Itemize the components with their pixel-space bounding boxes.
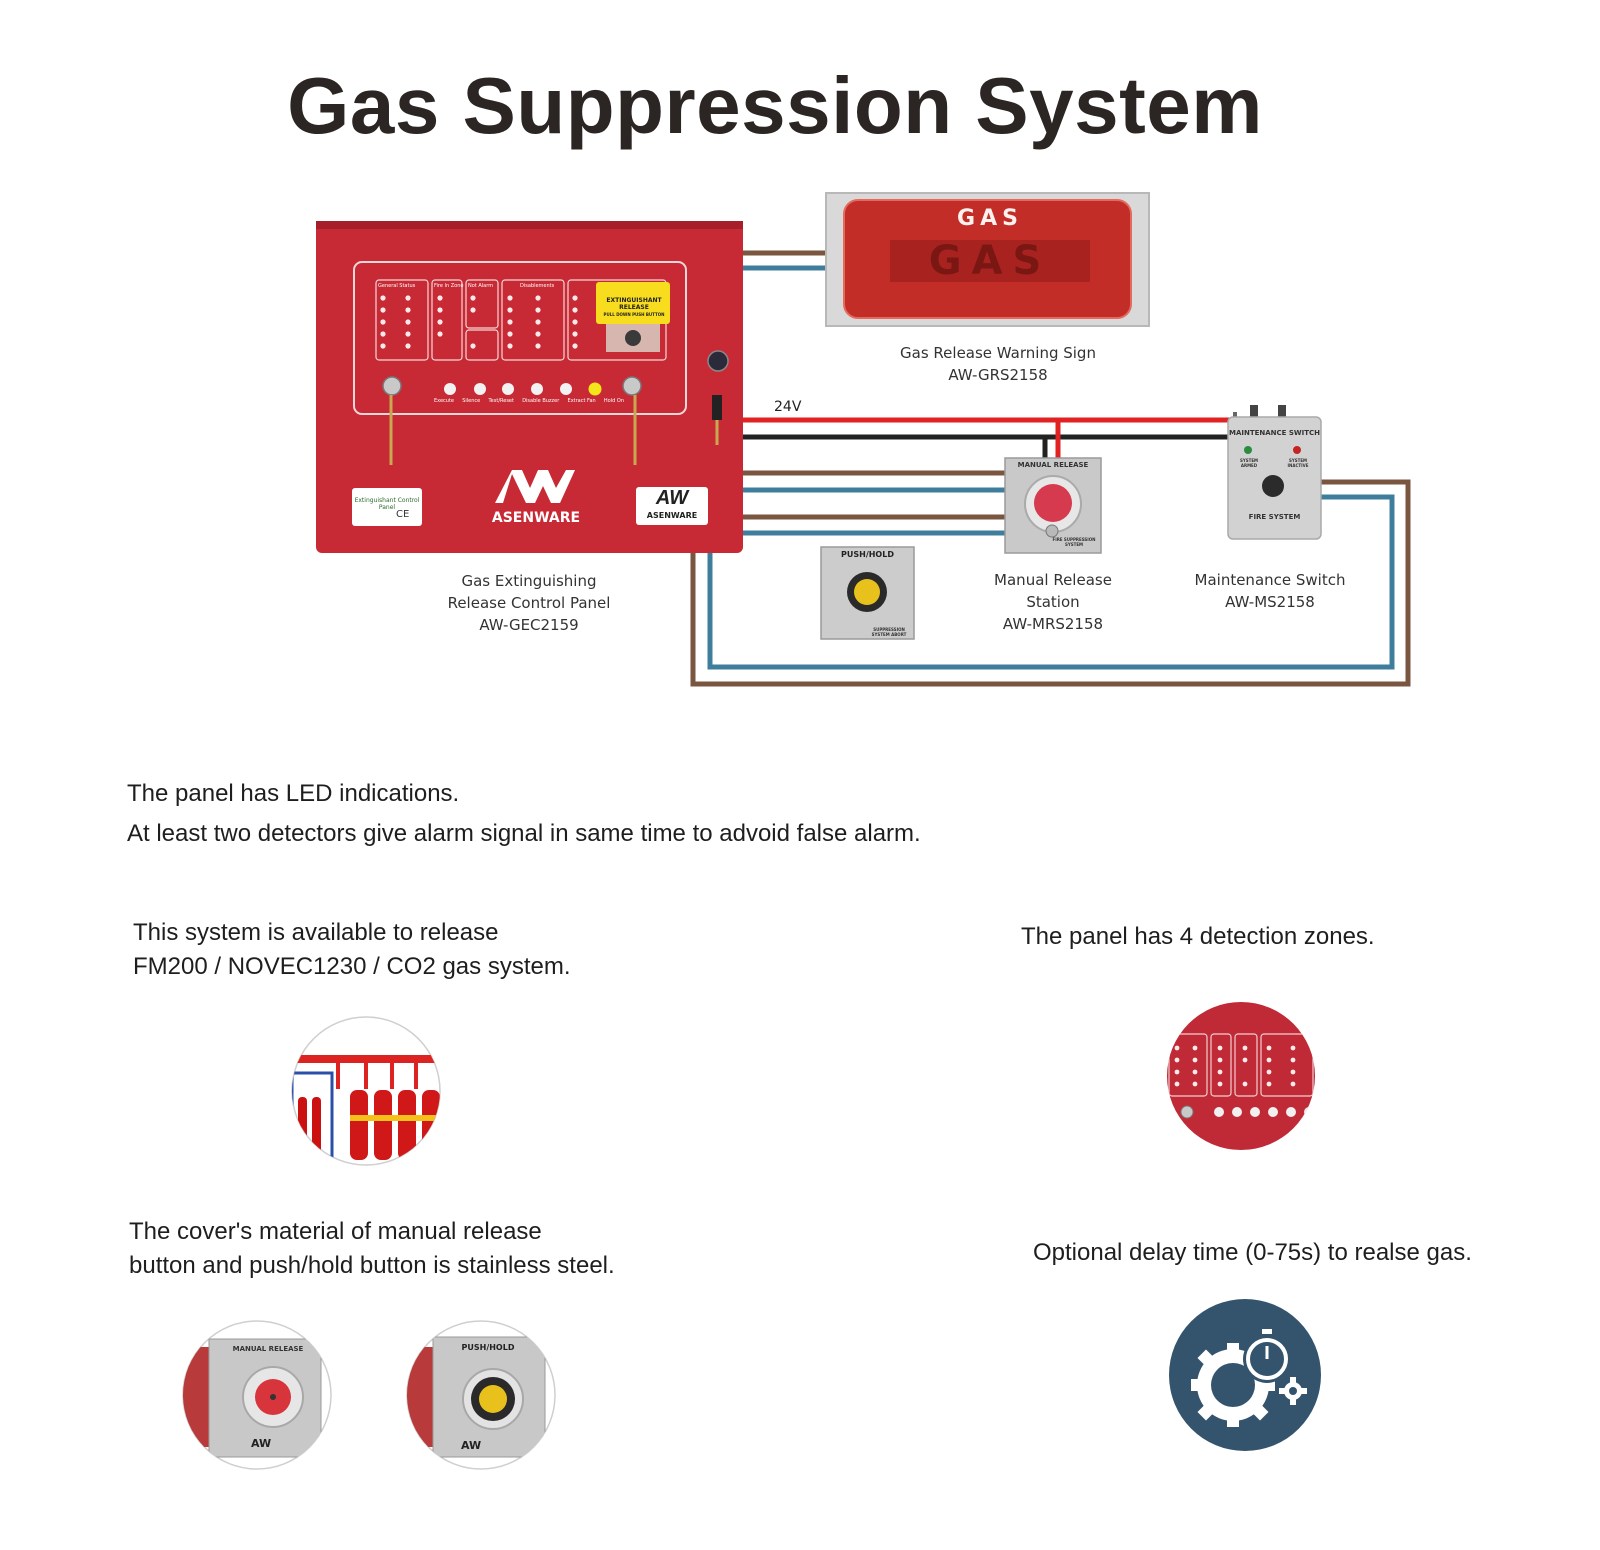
button-label-silence: Silence [462, 398, 481, 404]
push-hold-plate-label: PUSH/HOLD [841, 550, 894, 559]
section-fire-zone: Fire In Zone [434, 283, 464, 289]
thumb-manual-label: MANUAL RELEASE [232, 1345, 304, 1353]
section-not-alarm: Not Alarm [468, 283, 494, 289]
maintenance-right-label: SYSTEM INACTIVE [1287, 458, 1309, 468]
thumb-push-label: PUSH/HOLD [461, 1343, 515, 1352]
manual-release-thumb-icon: AW [182, 1320, 332, 1470]
section-general: General Status [378, 283, 416, 289]
maintenance-bottom-label: FIRE SYSTEM [1248, 513, 1301, 521]
small-logo-text: AW [655, 487, 689, 509]
button-label-execute: Execute [434, 398, 454, 404]
led-dots [380, 295, 578, 349]
sign-main-text: GAS [928, 238, 1052, 284]
button-label-hold-on: Hold On [603, 398, 624, 404]
push-hold-thumb-icon: AW [406, 1320, 556, 1470]
svg-text:AW: AW [251, 1437, 271, 1450]
gas-cylinders-icon [291, 1016, 441, 1166]
small-logo-brand: ASENWARE [646, 511, 698, 520]
page-title: Gas Suppression System [287, 61, 1263, 150]
panel-button-labels: Execute Silence Test/Reset Disable Buzze… [434, 398, 624, 404]
sign-top-text: GAS [957, 206, 1023, 231]
zones-text: The panel has 4 detection zones. [1021, 923, 1375, 950]
manual-release-small-label: FIRE SUPPRESSION SYSTEM [1052, 537, 1096, 547]
cover-line-1: The cover's material of manual release [129, 1218, 542, 1245]
button-label-disable-buzzer: Disable Buzzer [522, 398, 560, 404]
gas-line-1: This system is available to release [133, 919, 499, 946]
cover-text: The cover's material of manual release b… [129, 1215, 615, 1283]
panel-caption: Gas Extinguishing Release Control Panel … [447, 572, 611, 634]
cover-line-2: button and push/hold button is stainless… [129, 1252, 615, 1279]
svg-text:AW: AW [461, 1439, 481, 1452]
maintenance-switch-caption: Maintenance Switch AW-MS2158 [1194, 571, 1346, 611]
wiring-diagram [316, 192, 1411, 687]
maintenance-switch [1227, 405, 1322, 540]
intro-line-2: At least two detectors give alarm signal… [127, 820, 921, 847]
gear-stopwatch-icon [1169, 1299, 1321, 1451]
power-wires [725, 417, 1230, 460]
maintenance-left-label: SYSTEM ARMED [1239, 458, 1259, 468]
badge-title: Extinguishant Control Panel [354, 497, 420, 511]
push-hold-station [820, 546, 915, 640]
panel-buttons [444, 382, 602, 396]
release-box [596, 282, 670, 352]
panel-closeup-icon [1167, 1002, 1315, 1150]
led-grid [375, 279, 667, 361]
asenware-logo [495, 470, 575, 503]
brand-name: ASENWARE [491, 510, 581, 526]
push-hold-small-label: SUPPRESSION SYSTEM ABORT [871, 627, 907, 637]
intro-text: The panel has LED indications. At least … [127, 777, 921, 851]
maintenance-plate-label: MAINTENANCE SWITCH [1228, 429, 1321, 437]
key-switches [382, 350, 729, 465]
button-label-extract-fan: Extract Fan [567, 398, 596, 404]
control-panel [316, 221, 743, 553]
release-label: EXTINGUISHANT RELEASE PULL DOWN PUSH BUT… [603, 297, 665, 317]
manual-release-plate-label: MANUAL RELEASE [1017, 461, 1089, 469]
small-logo-plate [636, 487, 708, 525]
manual-release-caption: Manual Release Station AW-MRS2158 [994, 571, 1112, 633]
warning-sign-caption: Gas Release Warning Sign AW-GRS2158 [900, 344, 1096, 384]
gas-text: This system is available to release FM20… [133, 916, 571, 984]
signal-wires [725, 470, 1005, 536]
ce-mark: CE [396, 509, 410, 520]
voltage-label: 24V [774, 399, 802, 415]
delay-text: Optional delay time (0-75s) to realse ga… [1033, 1239, 1472, 1266]
gas-line-2: FM200 / NOVEC1230 / CO2 gas system. [133, 953, 571, 980]
loop-wires [690, 479, 1411, 687]
warning-sign [825, 192, 1150, 327]
button-label-test-reset: Test/Reset [488, 398, 514, 404]
manual-release-station [1004, 457, 1102, 554]
intro-line-1: The panel has LED indications. [127, 780, 460, 807]
ce-badge [352, 488, 422, 526]
section-disablements: Disablements [520, 283, 555, 289]
